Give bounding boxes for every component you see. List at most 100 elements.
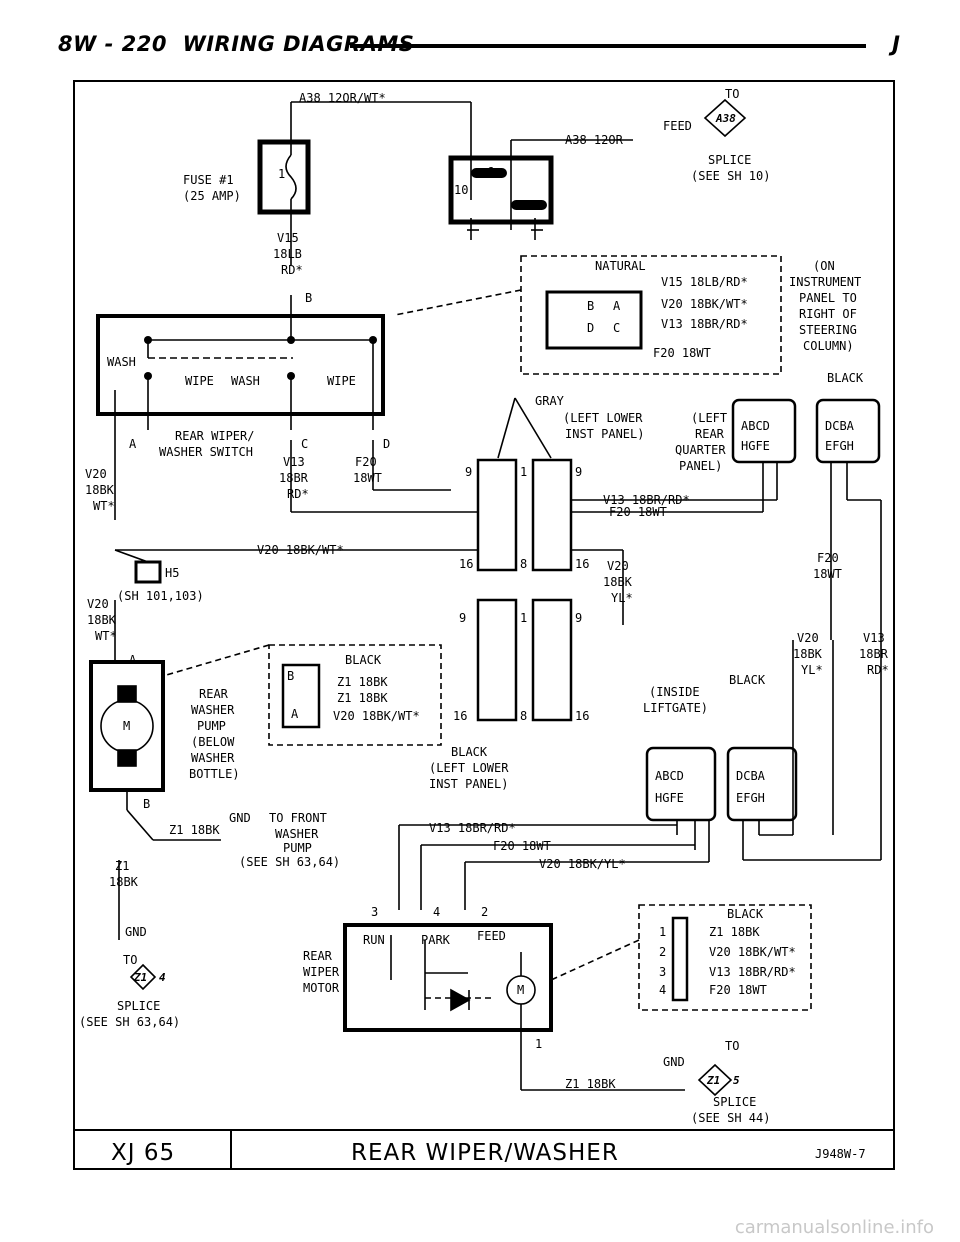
inst-label-4: RIGHT OF — [799, 307, 857, 321]
wp-label-3: (SEE SH 63,64) — [239, 855, 340, 869]
switch-name-2: WASHER SWITCH — [159, 445, 253, 459]
nat-pin-d: D — [587, 321, 594, 335]
footer-ref-code: J948W-7 — [815, 1147, 866, 1161]
splice2-label: SPLICE — [117, 999, 160, 1013]
lg-conn-efgh: EFGH — [736, 791, 765, 805]
z1-bottom-label: Z1 18BK — [565, 1077, 616, 1091]
motor-diode — [450, 988, 471, 1012]
z1-label-2: 18BK — [109, 875, 139, 889]
splice3-label: SPLICE — [713, 1095, 756, 1109]
gray-connector-lower-left — [476, 598, 518, 722]
header-right-tag: J — [892, 32, 900, 56]
nat-pin-b: B — [587, 299, 594, 313]
splice3-ref: (SEE SH 44) — [691, 1111, 770, 1125]
lrq-conn-hgfe: HGFE — [741, 439, 770, 453]
inst-label-5: STEERING — [799, 323, 857, 337]
to3-label: TO — [725, 1039, 739, 1053]
nat-wire-1: V15 18LB/RD* — [661, 275, 748, 289]
inst-label-1: (ON — [813, 259, 835, 273]
to2-label: TO — [123, 953, 137, 967]
sh101-label: (SH 101,103) — [117, 589, 204, 603]
mc-wire-1: Z1 18BK — [709, 925, 760, 939]
pump-wire-3: V20 18BK/WT* — [333, 709, 420, 723]
relay-pin10-label: 10 — [454, 183, 468, 197]
gray-connector-upper-right — [531, 458, 573, 572]
c1-pin-16r: 16 — [575, 557, 589, 571]
v15-label-3: RD* — [281, 263, 303, 277]
relay-box — [448, 155, 554, 225]
mc-wire-4: F20 18WT — [709, 983, 767, 997]
c1-pin-1: 1 — [520, 465, 527, 479]
v20-label-1: V20 — [85, 467, 107, 481]
lrq-label-4: PANEL) — [679, 459, 722, 473]
h5-label: H5 — [165, 566, 179, 580]
fuse-pin-label: 1 — [278, 167, 285, 181]
motor-wire-v20: V20 18BK/YL* — [539, 857, 626, 871]
splice2-ref: (SEE SH 63,64) — [79, 1015, 180, 1029]
motor-pin-3: 3 — [371, 905, 378, 919]
motor-connector-box — [638, 904, 812, 1011]
lrq-connector-right — [815, 398, 881, 464]
c1-pin-9r: 9 — [575, 465, 582, 479]
lrq-label-3: QUARTER — [675, 443, 726, 457]
fuse-label: FUSE #1 — [183, 173, 234, 187]
liftgate-label-2: LIFTGATE) — [643, 701, 708, 715]
lrq-label-2: REAR — [695, 427, 725, 441]
rwm-label-1: REAR — [303, 949, 333, 963]
v20r-label-3: YL* — [801, 663, 823, 677]
lrq-conn-abcd: ABCD — [741, 419, 770, 433]
switch-name-1: REAR WIPER/ — [175, 429, 254, 443]
lg-conn-abcd: ABCD — [655, 769, 684, 783]
pump-connector — [281, 663, 321, 729]
splice1-label: SPLICE — [708, 153, 751, 167]
switch-wash-label-2: WASH — [231, 374, 260, 388]
inst-label-2: INSTRUMENT — [789, 275, 861, 289]
a38-top-label: A38 12OR/WT* — [299, 91, 386, 105]
wiring-diagram: A38 12OR/WT* TO FEED A38 12OR A38 SPLICE… — [73, 80, 895, 1170]
park-label: PARK — [421, 933, 451, 947]
rwp-label-6: BOTTLE) — [189, 767, 240, 781]
mc-pin-2: 2 — [659, 945, 666, 959]
wire-v20: V20 18BK/WT* — [257, 543, 344, 557]
z1-label-1: Z1 — [115, 859, 129, 873]
fuse-element — [285, 154, 297, 200]
a38-splice-diamond — [703, 98, 747, 138]
v13r-label-3: RD* — [867, 663, 889, 677]
rwp-label-2: WASHER — [191, 703, 235, 717]
wire-f20: F20 18WT — [609, 505, 667, 519]
run-label: RUN — [363, 933, 385, 947]
z1-splice-4-diamond — [129, 963, 157, 991]
fuse-box — [257, 139, 311, 215]
liftgate-label-1: (INSIDE — [649, 685, 700, 699]
v13-label-2: 18BR — [279, 471, 309, 485]
v13r-label-1: V13 — [863, 631, 885, 645]
black-label-2: BLACK — [345, 653, 382, 667]
pump-pin-a: A — [291, 707, 299, 721]
v15-label-2: 18LB — [273, 247, 302, 261]
lrq-connector-left — [731, 398, 797, 464]
v20b-label-2: 18BK — [87, 613, 117, 627]
c2-pin-9r: 9 — [575, 611, 582, 625]
v20-label-2: 18BK — [85, 483, 115, 497]
c2-pin-16l: 16 — [453, 709, 467, 723]
z1-splice5-tag: Z1 — [706, 1074, 720, 1087]
pump-wire-2: Z1 18BK — [337, 691, 388, 705]
switch-pin-a: A — [129, 437, 137, 451]
motor-pin-1: 1 — [535, 1037, 542, 1051]
header-rule — [350, 44, 866, 48]
llp-label-1: (LEFT LOWER — [563, 411, 643, 425]
v20b-label-3: WT* — [95, 629, 117, 643]
c1-pin-9l: 9 — [465, 465, 472, 479]
v15-label-1: V15 — [277, 231, 299, 245]
feed-label: FEED — [663, 119, 692, 133]
f20-label-2: 18WT — [353, 471, 382, 485]
mc-pin-4: 4 — [659, 983, 666, 997]
gray-connector-upper-left — [476, 458, 518, 572]
llp-label-4: INST PANEL) — [429, 777, 508, 791]
diagram-frame — [73, 80, 895, 1170]
mc-wire-2: V20 18BK/WT* — [709, 945, 796, 959]
rwm-label-2: WIPER — [303, 965, 340, 979]
z1-splice5-num: 5 — [733, 1074, 740, 1087]
natural-label: NATURAL — [595, 259, 646, 273]
switch-wipe-label-1: WIPE — [185, 374, 214, 388]
